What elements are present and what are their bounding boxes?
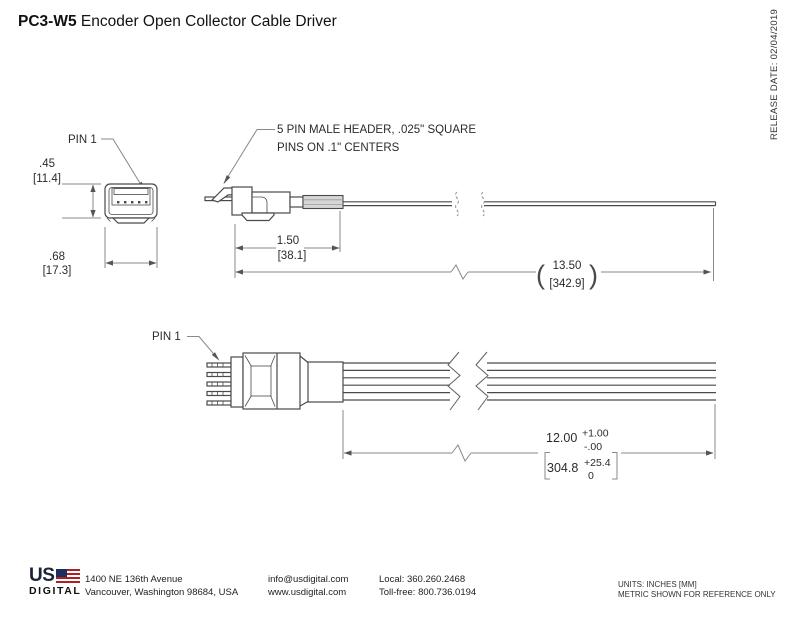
- cable-length-dimension-top: ( ) 13.50 [342.9]: [235, 208, 714, 290]
- logo-digital-text: DIGITAL: [29, 585, 82, 597]
- cable-top-view: PIN 1: [152, 331, 716, 482]
- side-body-rear: [251, 191, 291, 214]
- header-note-line1: 5 PIN MALE HEADER, .025" SQUARE: [277, 124, 476, 136]
- drawing-canvas: PIN 1 .45 [11.4]: [33, 124, 717, 482]
- header-note-leader: [223, 129, 275, 184]
- reference-paren-close: ): [589, 260, 598, 290]
- front-view: PIN 1 .45 [11.4]: [33, 134, 158, 277]
- cable-mm-tolerance-minus: 0: [588, 470, 594, 482]
- front-pin1-label: PIN 1: [68, 134, 97, 146]
- ribbon-wires: [343, 351, 716, 411]
- cable-length-inches: 12.00: [546, 431, 577, 445]
- product-model: PC3-W5: [18, 13, 77, 30]
- units-line2: METRIC SHOWN FOR REFERENCE ONLY: [618, 590, 776, 599]
- footer-units-note: UNITS: INCHES [MM] METRIC SHOWN FOR REFE…: [618, 580, 776, 600]
- front-height-mm: [11.4]: [33, 173, 61, 185]
- address-line1: 1400 NE 136th Avenue: [85, 574, 183, 585]
- release-date: RELEASE DATE: 02/04/2019: [769, 8, 780, 140]
- address-line2: Vancouver, Washington 98684, USA: [85, 586, 239, 598]
- side-shrink-tube: [302, 194, 344, 210]
- cable-length-mm: 304.8: [547, 461, 578, 475]
- side-body-front: [231, 186, 253, 216]
- cable-body-bevels: [244, 355, 276, 407]
- cable-taper-top: [299, 355, 309, 363]
- header-length-inches: 1.50: [277, 235, 299, 247]
- website-text: www.usdigital.com: [268, 586, 347, 598]
- front-width-mm: [17.3]: [43, 265, 72, 277]
- cable-break-mark: [455, 191, 459, 217]
- ribbon-break-mark: [447, 351, 461, 411]
- dim-break-zigzag: [450, 264, 469, 280]
- side-cable: [343, 191, 717, 217]
- side-body-contour: [252, 196, 268, 213]
- metric-bracket-open: [544, 452, 550, 480]
- metric-bracket-close: [612, 452, 618, 480]
- dim-break-zigzag: [451, 444, 472, 462]
- front-connector-inner: [108, 187, 154, 215]
- front-corner-tick-right: [151, 217, 156, 222]
- us-flag-icon: [56, 569, 81, 583]
- cable-mm-tolerance-plus: +25.4: [584, 457, 611, 469]
- cable-connector-collar: [230, 356, 244, 408]
- front-pin1-leader: [101, 138, 144, 189]
- cable-break-mark: [481, 191, 485, 217]
- ribbon-break-mark: [475, 351, 489, 411]
- front-height-dimension: .45 [11.4]: [33, 158, 101, 219]
- cable-length-dimension-bottom: 12.00 +1.00 -.00 304.8 +25.4 0: [342, 404, 716, 482]
- cable-length-mm-top: [342.9]: [549, 278, 584, 290]
- front-connector-slot-strip: [113, 188, 149, 195]
- side-neck: [289, 196, 304, 208]
- header-length-mm: [38.1]: [278, 250, 307, 262]
- phone-local: Local: 360.260.2468: [379, 574, 466, 585]
- product-description: Encoder Open Collector Cable Driver: [80, 13, 337, 30]
- cable-length-inches-top: 13.50: [553, 260, 582, 272]
- cable-pin1-leader: [187, 336, 219, 360]
- footer-web-contact: info@usdigital.com www.usdigital.com: [268, 574, 348, 599]
- logo-us-text: US: [29, 565, 55, 586]
- cable-tolerance-plus: +1.00: [582, 428, 609, 440]
- front-connector-foot: [111, 217, 151, 224]
- cable-strain-relief: [307, 361, 344, 403]
- header-length-dimension: 1.50 [38.1]: [234, 211, 341, 278]
- front-height-inches: .45: [39, 158, 55, 170]
- footer-phone-contact: Local: 360.260.2468 Toll-free: 800.736.0…: [379, 574, 476, 599]
- reference-paren-open: (: [536, 260, 545, 290]
- header-note-line2: PINS ON .1" CENTERS: [277, 142, 400, 154]
- cable-tolerance-minus: -.00: [584, 441, 602, 453]
- front-pin-contacts: [117, 201, 148, 204]
- footer: US DIGITAL 1400 NE 136th Avenue Vancouve…: [0, 562, 800, 618]
- front-width-inches: .68: [49, 251, 65, 263]
- footer-address: 1400 NE 136th Avenue Vancouver, Washingt…: [85, 574, 238, 599]
- cable-connector-body: [242, 352, 301, 410]
- usdigital-logo: US DIGITAL: [29, 565, 82, 597]
- front-connector-slot: [111, 187, 151, 206]
- cable-view-pins: [206, 362, 232, 406]
- cable-pin1-label: PIN 1: [152, 331, 181, 343]
- email-text: info@usdigital.com: [268, 574, 349, 585]
- side-bottom-tab: [241, 212, 275, 222]
- side-view: 5 PIN MALE HEADER, .025" SQUARE PINS ON …: [204, 124, 717, 290]
- page-title: PC3-W5 Encoder Open Collector Cable Driv…: [18, 13, 337, 31]
- front-width-dimension: .68 [17.3]: [43, 227, 158, 277]
- cable-pin1-arrowhead: [211, 352, 220, 361]
- front-corner-tick-left: [106, 217, 111, 222]
- units-line1: UNITS: INCHES [MM]: [618, 580, 697, 589]
- cable-taper-bottom: [299, 400, 309, 407]
- phone-tollfree: Toll-free: 800.736.0194: [379, 586, 477, 598]
- header-note-arrowhead: [223, 175, 231, 185]
